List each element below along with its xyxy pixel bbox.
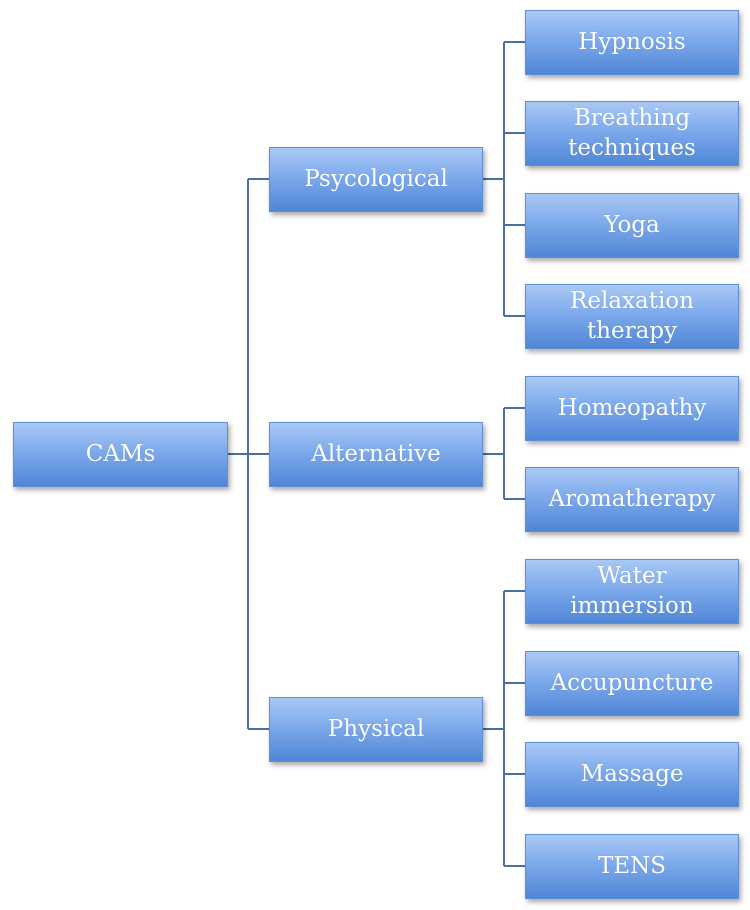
node-cams: CAMs	[13, 422, 228, 487]
node-accupuncture: Accupuncture	[525, 651, 739, 716]
node-yoga: Yoga	[525, 193, 739, 258]
node-tens: TENS	[525, 834, 739, 899]
node-breathing-techniques: Breathing techniques	[525, 101, 739, 166]
node-homeopathy: Homeopathy	[525, 376, 739, 441]
node-psycological: Psycological	[269, 147, 483, 212]
node-alternative: Alternative	[269, 422, 483, 487]
node-physical: Physical	[269, 697, 483, 762]
node-relaxation-therapy: Relaxation therapy	[525, 284, 739, 349]
node-aromatherapy: Aromatherapy	[525, 467, 739, 532]
node-massage: Massage	[525, 742, 739, 807]
node-water-immersion: Water immersion	[525, 559, 739, 624]
node-hypnosis: Hypnosis	[525, 10, 739, 75]
